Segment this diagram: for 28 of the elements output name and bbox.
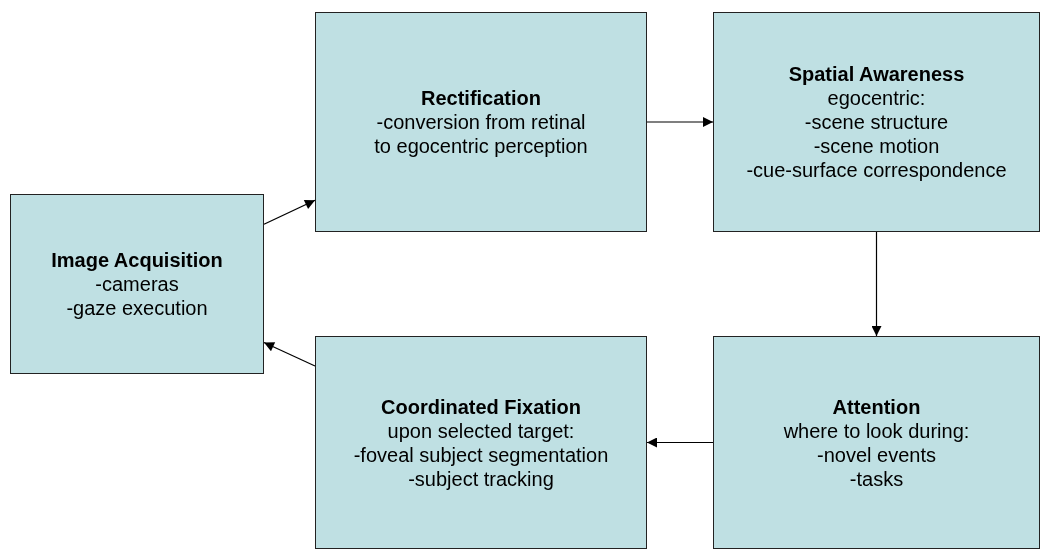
box-text: -subject tracking bbox=[408, 466, 554, 491]
box-text: -novel events bbox=[817, 442, 936, 467]
box-text: egocentric: bbox=[827, 86, 926, 110]
box-text: -scene structure bbox=[804, 110, 949, 134]
process-box bbox=[713, 12, 1040, 232]
arrow bbox=[646, 117, 714, 127]
box-text: where to look during: bbox=[783, 418, 970, 443]
process-box bbox=[10, 194, 264, 374]
process-box bbox=[713, 336, 1040, 549]
arrow bbox=[263, 341, 316, 367]
box-heading: Image Acquisition bbox=[51, 248, 223, 272]
box-heading: Rectification bbox=[421, 86, 541, 110]
box-text: -scene motion bbox=[813, 134, 940, 158]
arrow bbox=[871, 231, 882, 337]
box-text: -gaze execution bbox=[66, 296, 208, 320]
box-text: -cue-surface correspondence bbox=[746, 158, 1007, 182]
box-text: -conversion from retinal to egocentric perception bbox=[373, 110, 589, 158]
arrow bbox=[646, 437, 714, 448]
box-text: -cameras bbox=[95, 272, 179, 296]
arrow bbox=[263, 199, 316, 225]
box-heading: Coordinated Fixation bbox=[381, 394, 581, 419]
box-heading: Attention bbox=[832, 394, 921, 419]
process-box bbox=[315, 12, 647, 232]
process-box bbox=[315, 336, 647, 549]
box-text: upon selected target: bbox=[387, 418, 575, 443]
box-heading: Spatial Awareness bbox=[788, 62, 965, 86]
box-text: -tasks bbox=[849, 466, 904, 491]
box-text: -foveal subject segmentation bbox=[353, 442, 609, 467]
